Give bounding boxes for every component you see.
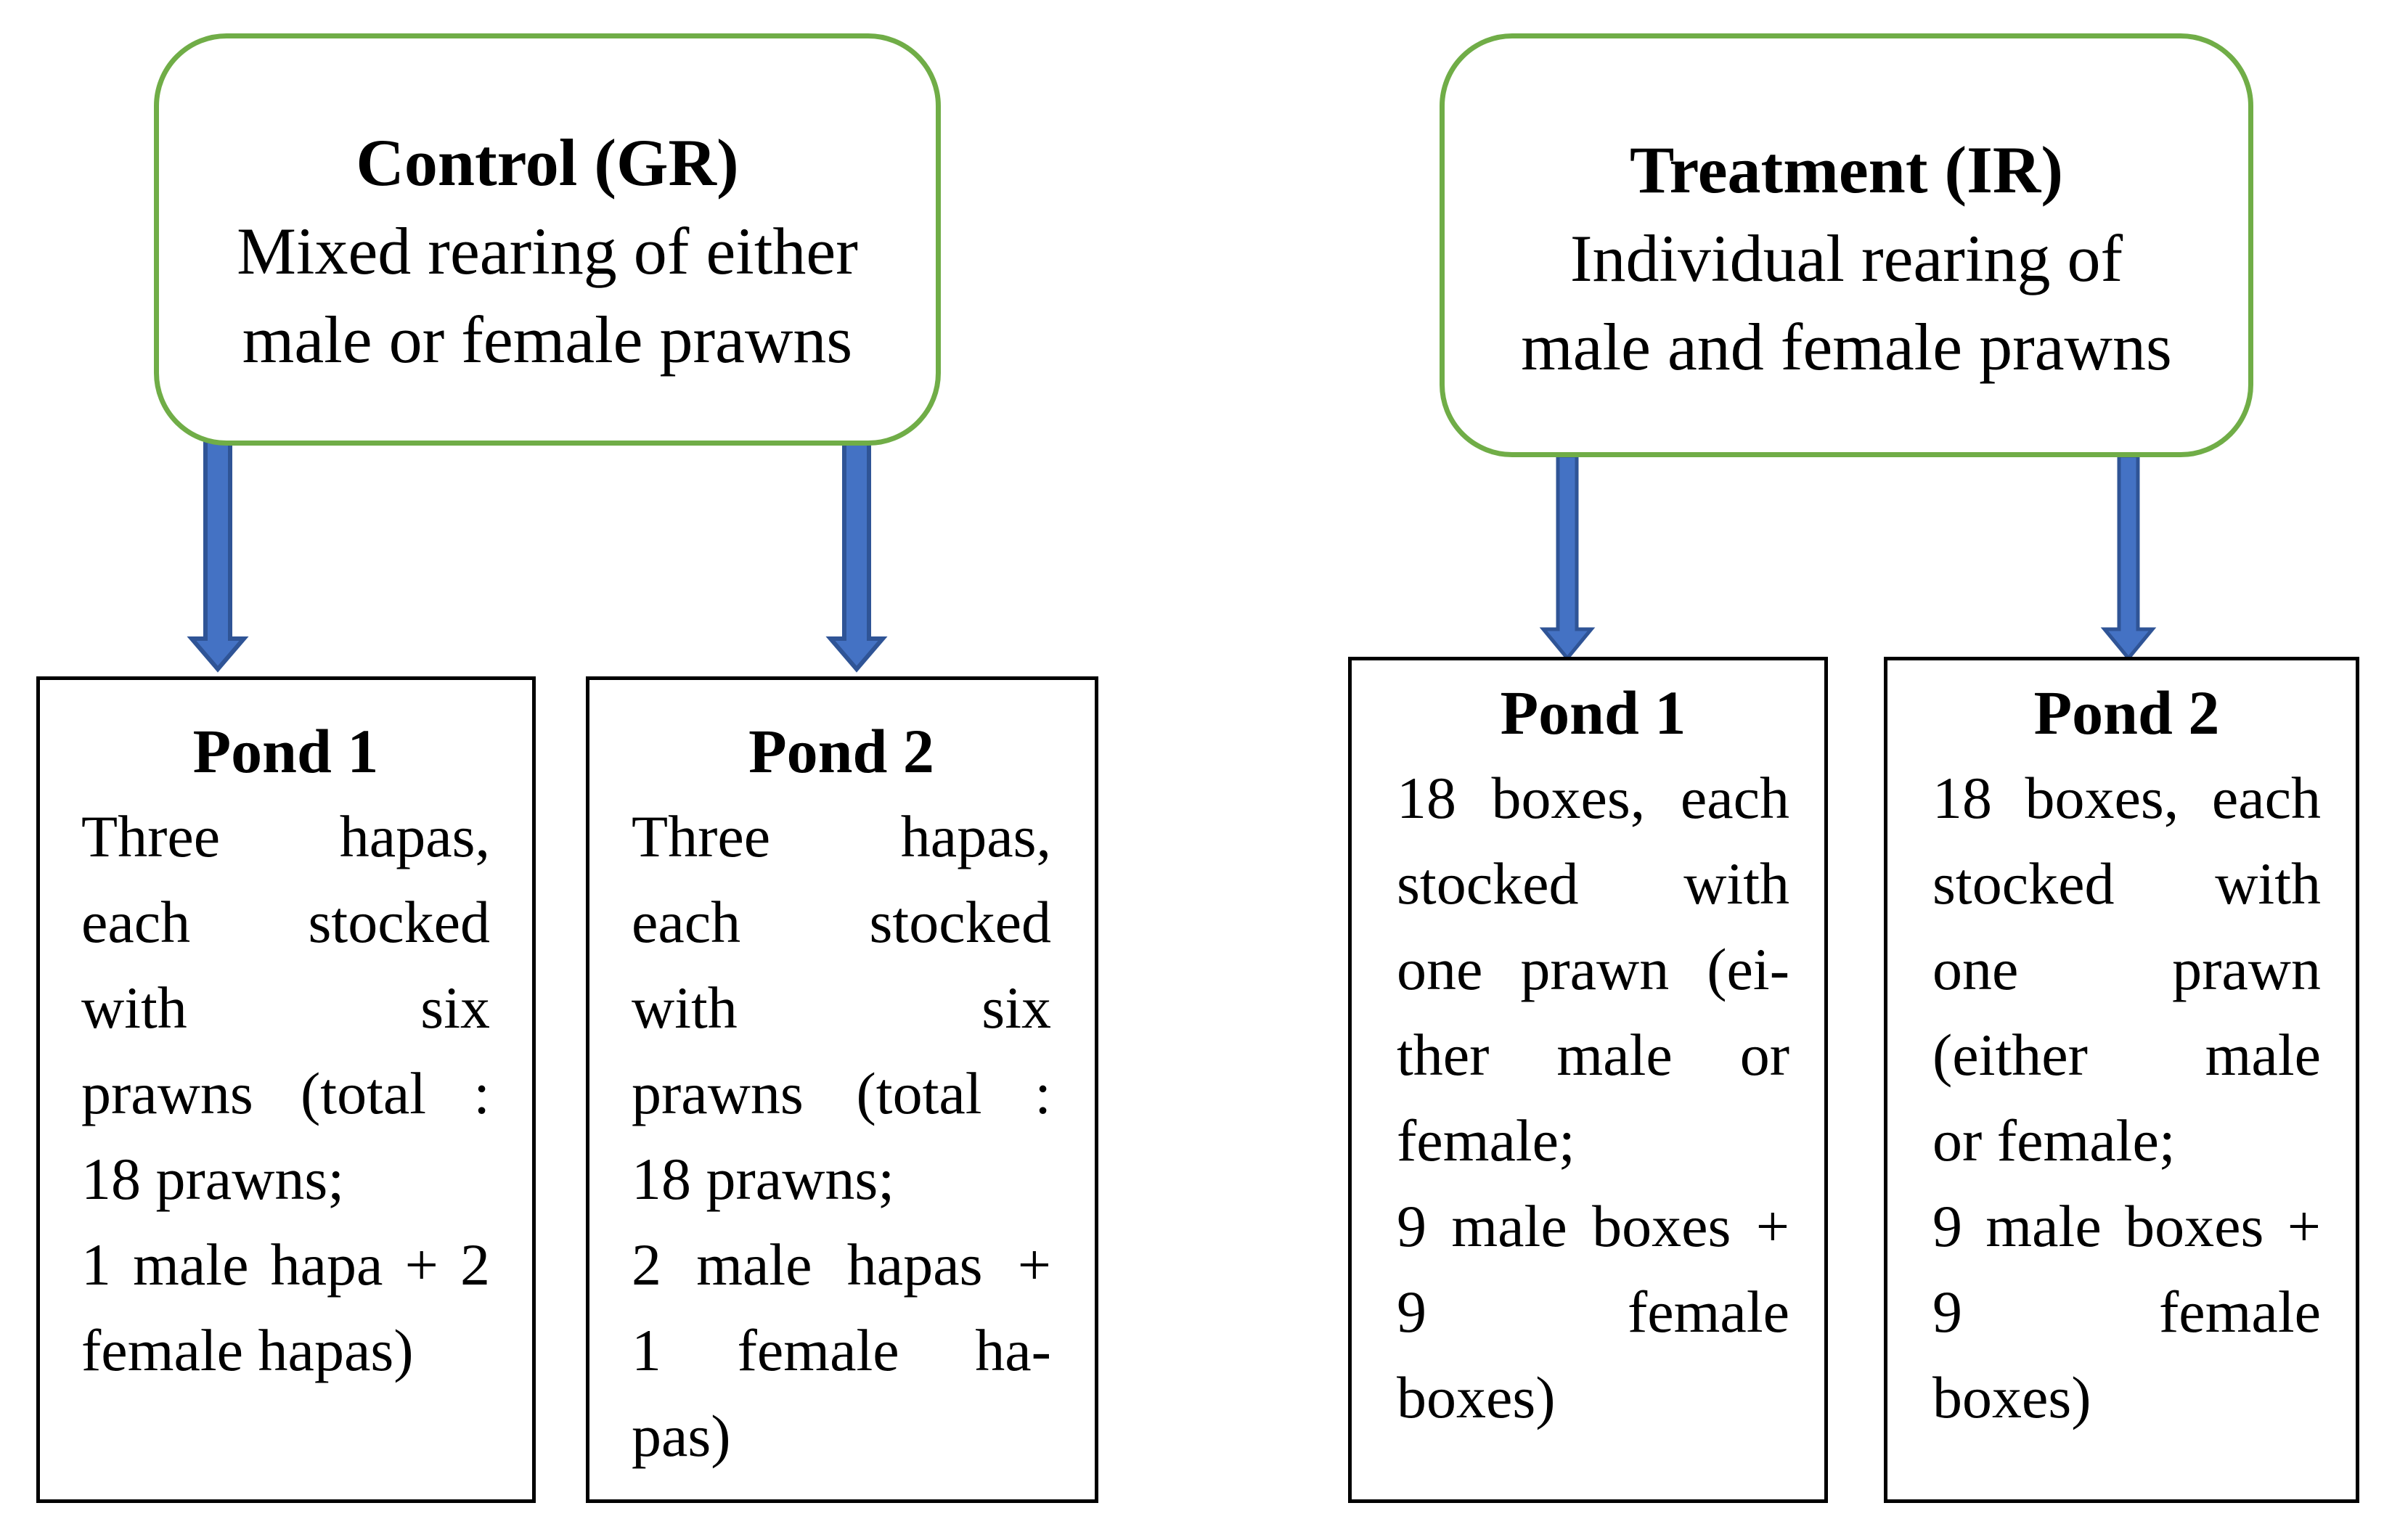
pond-text-line: boxes) bbox=[1932, 1364, 2091, 1430]
treatment-group-description-line: Individual rearing of bbox=[1569, 221, 2123, 295]
pond-text-line: female hapas) bbox=[81, 1317, 414, 1383]
pond-text-line: 18 prawns; bbox=[632, 1146, 895, 1212]
arrow-down-icon bbox=[2100, 454, 2157, 661]
control-group-title: Control (GR) bbox=[356, 126, 739, 200]
control-group-description-line: male or female prawns bbox=[242, 303, 853, 377]
control-group-description-line: Mixed rearing of either bbox=[237, 214, 858, 288]
pond-text-line: 18 prawns; bbox=[81, 1146, 345, 1212]
treatment-group-description-line: male and female prawns bbox=[1521, 310, 2172, 384]
arrow-down-icon bbox=[1539, 454, 1596, 661]
pond-text-line: pas) bbox=[632, 1403, 731, 1469]
pond-text-line: or female; bbox=[1932, 1107, 2176, 1174]
pond-title: Pond 1 bbox=[192, 716, 379, 786]
pond-title: Pond 2 bbox=[2033, 678, 2220, 748]
pond-title: Pond 2 bbox=[748, 716, 934, 786]
pond-text-line: prawns(total: bbox=[632, 1060, 1051, 1126]
treatment-group-title: Treatment (IR) bbox=[1630, 133, 2063, 207]
arrow-down-icon bbox=[187, 439, 249, 673]
pond-title: Pond 1 bbox=[1500, 678, 1686, 748]
pond-text-line: boxes) bbox=[1397, 1364, 1556, 1430]
pond-text-line: prawns(total: bbox=[81, 1060, 490, 1126]
control-group-box: Control (GR) Mixed rearing of either mal… bbox=[154, 33, 941, 446]
arrow-down-icon bbox=[825, 439, 888, 673]
pond-text-line: female; bbox=[1397, 1107, 1575, 1174]
treatment-group-box: Treatment (IR) Individual rearing of mal… bbox=[1440, 33, 2253, 457]
